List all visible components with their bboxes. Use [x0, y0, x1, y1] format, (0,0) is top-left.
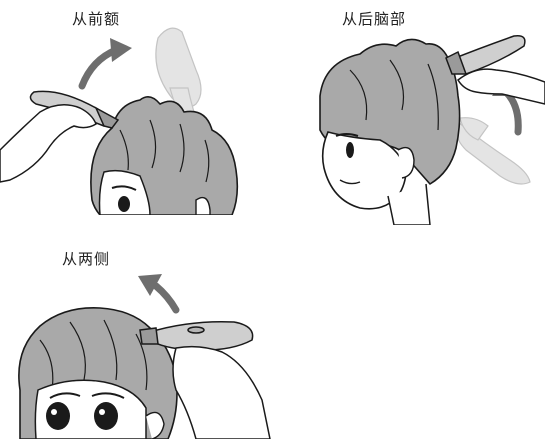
ghost-trimmer: [155, 27, 202, 119]
eye: [346, 142, 354, 158]
caption-forehead: 从前额: [72, 10, 121, 28]
panel-forehead: 从前额: [0, 0, 270, 215]
trimmer: [139, 320, 254, 352]
sides-illustration: [18, 274, 271, 439]
caption-back: 从后脑部: [342, 10, 407, 28]
hand: [0, 104, 97, 183]
move-arrow: [152, 282, 180, 314]
hand: [172, 345, 271, 439]
eye: [118, 196, 130, 212]
arrow-head: [110, 38, 132, 62]
ghost-trimmer: [455, 117, 531, 185]
hand: [457, 68, 545, 105]
trimmer: [445, 34, 526, 75]
left-eye: [46, 402, 70, 430]
arrow-head: [138, 274, 162, 296]
panel-sides: 从两侧: [0, 240, 290, 439]
face: [98, 169, 151, 215]
forehead-illustration: [0, 27, 239, 215]
move-arrow: [78, 46, 120, 90]
right-eye: [94, 402, 118, 430]
back-illustration: [319, 34, 545, 225]
caption-sides: 从两侧: [62, 250, 111, 268]
panel-back: 从后脑部: [280, 0, 545, 225]
